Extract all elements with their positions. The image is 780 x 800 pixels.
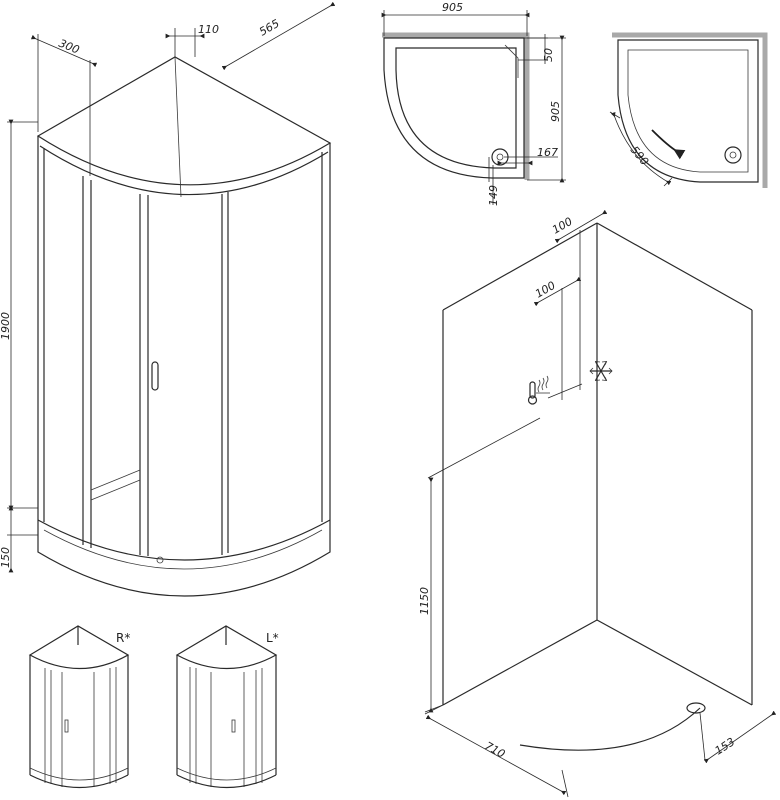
- dim-plan-width: 905: [442, 1, 463, 14]
- dim-plan-offset-top: 50: [542, 48, 555, 62]
- dim-drain-x: 167: [537, 146, 558, 159]
- variant-right-label: R*: [116, 631, 130, 645]
- installation-view: 100 100 1150 710 153: [418, 209, 777, 798]
- dim-top-depth: 565: [257, 17, 282, 39]
- door-swing-plan-view: 590: [609, 32, 768, 188]
- variant-left-view: L*: [175, 625, 279, 788]
- main-cabin-view: 300 110 565 1900 150: [0, 1, 336, 597]
- dim-mixer-height: 1150: [418, 587, 431, 615]
- tray-plan-view: 905 50 905 167 149: [381, 1, 566, 206]
- thermometer-icon: [527, 375, 550, 405]
- variant-left-label: L*: [266, 631, 279, 645]
- dim-top-width: 300: [57, 37, 81, 57]
- dim-height: 1900: [0, 312, 12, 340]
- dim-wall-offset-2: 100: [533, 279, 558, 301]
- dim-top-mid: 110: [198, 23, 219, 36]
- dim-floor-width: 710: [483, 739, 508, 761]
- snowflake-icon: [589, 361, 613, 381]
- dim-plan-depth: 905: [549, 101, 562, 122]
- dim-floor-drain: 153: [713, 735, 738, 757]
- dim-drain-y: 149: [487, 185, 500, 206]
- dim-wall-offset-1: 100: [550, 215, 575, 237]
- dim-tray-height: 150: [0, 547, 12, 568]
- variant-right-view: R*: [28, 625, 130, 788]
